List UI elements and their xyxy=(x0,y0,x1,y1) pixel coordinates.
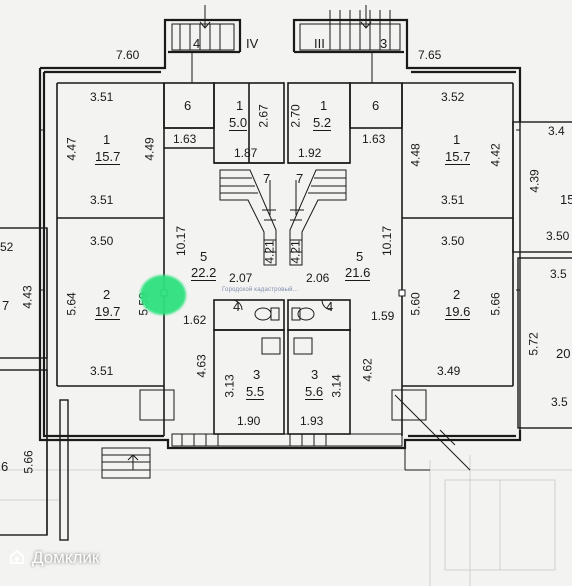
room-num-r4r: 4 xyxy=(326,299,334,314)
dim-overall-right: 7.65 xyxy=(418,48,442,62)
dim-r5l-h: 2.07 xyxy=(229,271,253,285)
room-area-r1r: 15.7 xyxy=(445,149,471,165)
dim-r1cl-h: 1.87 xyxy=(234,146,258,160)
dim-r1cr-v: 2.70 xyxy=(288,104,303,128)
dim-r1l-bottom: 3.51 xyxy=(90,193,114,207)
dim-r5r-low-v: 4.62 xyxy=(360,358,375,382)
room-num-r2r: 2 xyxy=(453,287,461,302)
dim-r5l-low: 1.62 xyxy=(183,313,207,327)
stair-number-3: 3 xyxy=(380,36,388,51)
location-marker xyxy=(140,275,186,315)
dim-r1l-left: 4.47 xyxy=(64,137,79,161)
dim-r1cl-v: 2.67 xyxy=(256,104,271,128)
room-area-r1l: 15.7 xyxy=(95,149,121,165)
exit-steps xyxy=(101,389,471,479)
dim-r1l-right: 4.49 xyxy=(142,137,157,161)
bathroom-fixtures xyxy=(231,299,333,355)
dim-r5l-v: 10.17 xyxy=(174,225,189,257)
edge-left-a: 52 xyxy=(0,240,14,254)
room-num-r1cr: 1 xyxy=(320,98,328,113)
dim-r2l-top: 3.50 xyxy=(90,234,114,248)
exterior-walls xyxy=(38,18,522,450)
dim-r2r-bottom: 3.49 xyxy=(437,364,461,378)
dim-r5r-h: 2.06 xyxy=(306,271,330,285)
room-area-r3r: 5.6 xyxy=(305,384,324,400)
edge-right-c: 15 xyxy=(560,192,572,207)
room-num-r1cl: 1 xyxy=(236,98,244,113)
dim-r5l-low-v: 4.63 xyxy=(194,354,209,378)
edge-left-b: 4.43 xyxy=(20,285,35,309)
dim-r2l-left: 5.64 xyxy=(64,292,79,316)
edge-left-c: 7 xyxy=(2,298,10,313)
dim-r6l: 1.63 xyxy=(173,132,197,146)
edge-right-f: 5.72 xyxy=(526,332,541,356)
edge-right-g: 20 xyxy=(556,346,571,361)
room-area-r5r: 21.6 xyxy=(345,265,371,281)
edge-right-e: 3.5 xyxy=(550,267,567,281)
room-num-r1r: 1 xyxy=(453,132,461,147)
dim-r3r-v: 3.14 xyxy=(329,374,344,398)
dim-r5l-stair: 4.21 xyxy=(262,240,277,264)
dim-overall-left: 7.60 xyxy=(116,48,140,62)
dim-r3l-h: 1.90 xyxy=(237,414,261,428)
room-area-r5l: 22.2 xyxy=(191,265,217,281)
room-area-r2l: 19.7 xyxy=(95,304,121,320)
room-area-r3l: 5.5 xyxy=(246,384,265,400)
dim-r1r-top: 3.52 xyxy=(441,90,465,104)
room-area-r1cr: 5.2 xyxy=(313,115,332,131)
dim-r2l-bottom: 3.51 xyxy=(90,364,114,378)
room-num-r3r: 3 xyxy=(311,367,319,382)
dim-r2r-right: 5.66 xyxy=(488,292,503,316)
stair-label-left: 7 xyxy=(263,171,271,186)
domclick-logo-icon xyxy=(10,549,24,564)
edge-left-d: 5.66 xyxy=(21,450,36,474)
dim-r6r: 1.63 xyxy=(362,132,386,146)
edge-right-d: 3.50 xyxy=(546,229,570,243)
neighbour-units xyxy=(0,121,572,541)
domclick-watermark: Домклик xyxy=(8,548,99,568)
stair-label-right: 7 xyxy=(296,171,304,186)
stair-number-4: 4 xyxy=(193,36,201,51)
room-num-r4l: 4 xyxy=(233,299,241,314)
room-area-r1cl: 5.0 xyxy=(229,115,248,131)
dim-r3r-h: 1.93 xyxy=(300,414,324,428)
interior-walls xyxy=(56,82,514,436)
dim-r1l-top: 3.51 xyxy=(90,90,114,104)
cadastral-stamp: Городской кадастровый... xyxy=(222,287,299,293)
room-num-r3l: 3 xyxy=(253,367,261,382)
dim-r1r-bottom: 3.51 xyxy=(441,193,465,207)
dim-r3l-v: 3.13 xyxy=(222,374,237,398)
dim-r5r-v: 10.17 xyxy=(380,225,395,257)
room-num-r2l: 2 xyxy=(103,287,111,302)
edge-right-a: 3.4 xyxy=(548,124,565,138)
dim-r2r-top: 3.50 xyxy=(441,234,465,248)
dim-r5r-low: 1.59 xyxy=(371,309,395,323)
edge-right-b: 4.39 xyxy=(527,169,542,193)
stair-flights xyxy=(219,169,347,266)
room-num-r5r: 5 xyxy=(356,249,364,264)
stair-roman-III: III xyxy=(314,36,325,51)
dim-r1r-right: 4.42 xyxy=(488,143,503,167)
stair-roman-IV: IV xyxy=(246,36,259,51)
dim-r2r-left: 5.60 xyxy=(408,292,423,316)
room-area-r2r: 19.6 xyxy=(445,304,471,320)
room-num-r6l: 6 xyxy=(184,98,192,113)
dim-r1cr-h: 1.92 xyxy=(298,146,322,160)
dim-r5r-stair: 4.21 xyxy=(288,240,303,264)
room-num-r5l: 5 xyxy=(200,249,208,264)
edge-left-e: 6 xyxy=(1,459,9,474)
watermark-brand: Домклик xyxy=(32,548,100,567)
dim-r1r-left: 4.48 xyxy=(408,143,423,167)
room-num-r6r: 6 xyxy=(372,98,380,113)
edge-right-h: 3.5 xyxy=(551,395,568,409)
room-num-r1l: 1 xyxy=(103,132,111,147)
staircase-top xyxy=(171,5,401,83)
